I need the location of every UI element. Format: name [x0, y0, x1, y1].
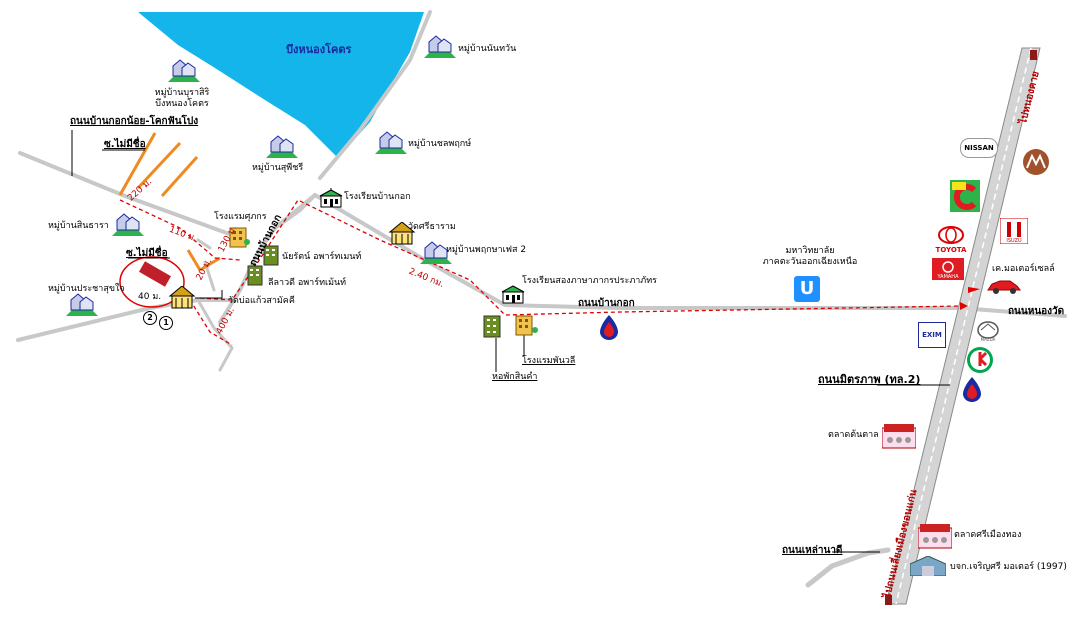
place-phruksa: หมู่บ้านพฤกษาเฟส 2: [446, 245, 527, 255]
place-university: มหาวิทยาลัย ภาคตะวันออกเฉียงเหนือ: [762, 246, 858, 267]
place-leelawadee: ลีลาวดี อพาร์ทเม้นท์: [268, 278, 347, 288]
place-wat-si-tharam: วัดศรีธาราม: [408, 222, 456, 232]
road-label-mittraphap: ถนนมิตรภาพ (ทล.2): [818, 373, 921, 386]
place-nanthawan: หมู่บ้านนันทวัน: [458, 44, 517, 54]
place-chonlaphruek: หมู่บ้านชลพฤกษ์: [408, 139, 472, 149]
road-label-lao-na-di: ถนนเหล่านาดี: [782, 545, 843, 556]
road-sub-1: [196, 238, 212, 250]
distance-40: 40 ม.: [138, 292, 162, 302]
lake-shape: [138, 12, 424, 158]
marker-2: 2: [143, 311, 157, 325]
road-ban-kok-noi: [18, 151, 237, 238]
road-label-ban-kok-noi: ถนนบ้านกอกน้อย-โคกฟันโปง: [70, 116, 199, 127]
orange-soi-lines: [118, 132, 221, 272]
svg-text:MAZDA: MAZDA: [981, 337, 996, 342]
road-south-branch: [196, 298, 234, 372]
place-suphichai: หมู่บ้านสุพีชรี: [252, 163, 304, 173]
svg-text:ISUZU: ISUZU: [1006, 238, 1022, 244]
place-prachasuk: หมู่บ้านประชาสุขใจ: [48, 284, 125, 294]
route-arrowheads: [960, 287, 980, 310]
plot-circle: [119, 256, 185, 308]
place-hotel-phanwali: โรงแรมพันวลี: [522, 356, 576, 366]
road-ban-kok: [273, 192, 1067, 318]
lake-label: บึงหนองโคตร: [286, 43, 352, 56]
svg-text:TOYOTA: TOYOTA: [936, 246, 967, 254]
university-icon: U: [794, 276, 820, 302]
place-hotel-sukkorn: โรงแรมศุภกร: [214, 212, 267, 222]
svg-text:EXIM: EXIM: [922, 331, 942, 339]
mittraphap-highway: [885, 47, 1041, 605]
road-label-nong-wat: ถนนหนองวัด: [1008, 306, 1065, 317]
route-line: [119, 199, 961, 346]
svg-text:YAMAHA: YAMAHA: [936, 274, 959, 280]
place-charoensri: บจก.เจริญศรี มอเตอร์ (1997): [950, 562, 1067, 572]
plot-lot: [139, 261, 171, 287]
road-label-soi-2: ซ.ไม่มีชื่อ: [126, 248, 168, 259]
road-lake-east: [318, 10, 432, 180]
marker-1: 1: [159, 316, 173, 330]
place-market-ton-tan: ตลาดต้นตาล: [828, 430, 879, 440]
road-vertical-bankok: [218, 193, 317, 324]
road-label-ban-kok: ถนนบ้านกอก: [578, 298, 635, 309]
place-dorm: หอพักสินคำ: [492, 372, 538, 382]
place-lang-school: โรงเรียนสองภาษาภากรประภาภัทร: [522, 276, 657, 286]
place-kt-motor: เค.มอเตอร์เซลล์: [992, 264, 1055, 274]
place-burasiri: หมู่บ้านบุราสิริ บึงหนองโคตร: [154, 88, 210, 109]
place-wat-bo-kaew: วัดบ่อแก้วสามัคคี: [228, 296, 295, 306]
place-market-si-mueang: ตลาดศรีเมืองทอง: [954, 530, 1022, 540]
nissan-logo: NISSAN: [960, 138, 998, 158]
leader-lines: [71, 130, 950, 553]
road-label-soi-1: ซ.ไม่มีชื่อ: [104, 139, 146, 150]
place-school-bankok: โรงเรียนบ้านกอก: [344, 192, 411, 202]
place-niyarat: นัยรัตน์ อพาร์ทเมนท์: [282, 252, 362, 262]
place-sintara: หมู่บ้านสินธารา: [48, 221, 109, 231]
